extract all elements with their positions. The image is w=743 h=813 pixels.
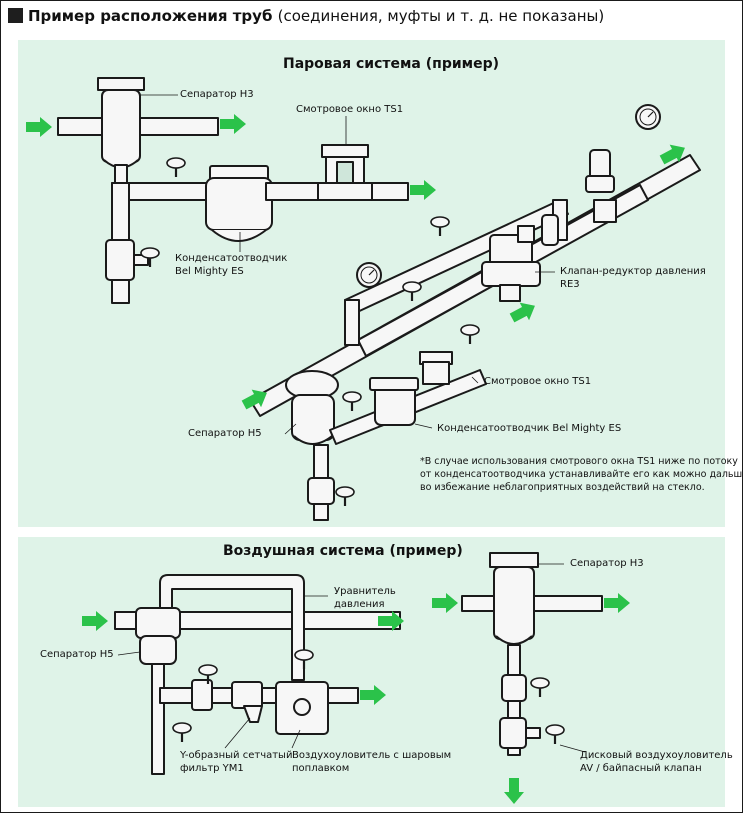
note-line-3: во избежание неблагоприятных воздействий…: [420, 482, 705, 493]
header-subtitle: (соединения, муфты и т. д. не показаны): [277, 7, 605, 25]
label-trap-es-full: Конденсатоотводчик Bel Mighty ES: [437, 423, 622, 434]
flow-arrow-icon: [432, 593, 458, 613]
label-equalizer-line2: давления: [334, 599, 385, 610]
air-panel-title: Воздушная система (пример): [223, 543, 463, 559]
steam-panel-title: Паровая система (пример): [283, 56, 500, 72]
flow-arrow-icon: [604, 593, 630, 613]
air-ball-float-trap: [275, 681, 359, 735]
label-separator-h5: Сепаратор H5: [188, 428, 262, 439]
flow-arrow-icon: [82, 611, 108, 631]
label-av-line2: AV / байпасный клапан: [580, 763, 702, 774]
label-trap-es-line1: Конденсатоотводчик: [175, 253, 288, 264]
label-equalizer-line1: Уравнитель: [334, 586, 396, 597]
label-separator-h3: Сепаратор H3: [180, 89, 254, 100]
flow-arrow-icon: [360, 685, 386, 705]
note-line-1: *В случае использования смотрового окна …: [420, 456, 738, 467]
label-air-separator-h3: Сепаратор H3: [570, 558, 644, 569]
air-valve-handwheel: [544, 723, 566, 746]
header-square-icon: [8, 8, 23, 23]
steam-pressure-reducer-re3: [481, 214, 559, 302]
label-av-line1: Дисковый воздухоуловитель: [580, 750, 733, 761]
flow-arrow-icon: [504, 778, 524, 804]
label-reducer-line2: RE3: [560, 279, 580, 290]
label-float-trap-line2: поплавком: [292, 763, 350, 774]
steam-trap-es-lower: [369, 377, 419, 426]
steam-safety-valve: [585, 149, 617, 223]
air-y-strainer-ym1: [231, 681, 263, 723]
label-air-separator-h5: Сепаратор H5: [40, 649, 114, 660]
label-float-trap-line1: Воздухоуловитель с шаровым: [292, 750, 452, 761]
leader-lines: [140, 94, 555, 435]
air-valve-handwheel: [171, 721, 193, 744]
figure-header: Пример расположения труб (соединения, му…: [8, 7, 604, 25]
header-title: Пример расположения труб: [28, 7, 273, 25]
label-sight-glass-top: Смотровое окно TS1: [296, 104, 404, 115]
note-line-2: от конденсатоотводчика устанавливайте ег…: [420, 469, 743, 480]
air-disc-air-trap-av: [499, 717, 541, 749]
steam-sight-glass-lower: [419, 351, 453, 385]
steam-sight-glass-top: [317, 144, 409, 201]
air-system-panel: [18, 537, 725, 807]
air-valve-handwheel: [529, 676, 551, 699]
steam-separator-h5: [285, 370, 339, 521]
label-sight-glass-mid: Смотровое окно TS1: [484, 376, 592, 387]
air-pressure-equalizer-line: [159, 574, 305, 681]
label-strainer-line2: фильтр YM1: [180, 763, 244, 774]
steam-separator-drain: [105, 182, 216, 304]
air-leader-lines: [117, 563, 586, 753]
label-reducer-line1: Клапан-редуктор давления: [560, 266, 706, 277]
label-strainer-line1: Y-образный сетчатый: [180, 750, 293, 761]
label-trap-es-line2: Bel Mighty ES: [175, 266, 244, 277]
